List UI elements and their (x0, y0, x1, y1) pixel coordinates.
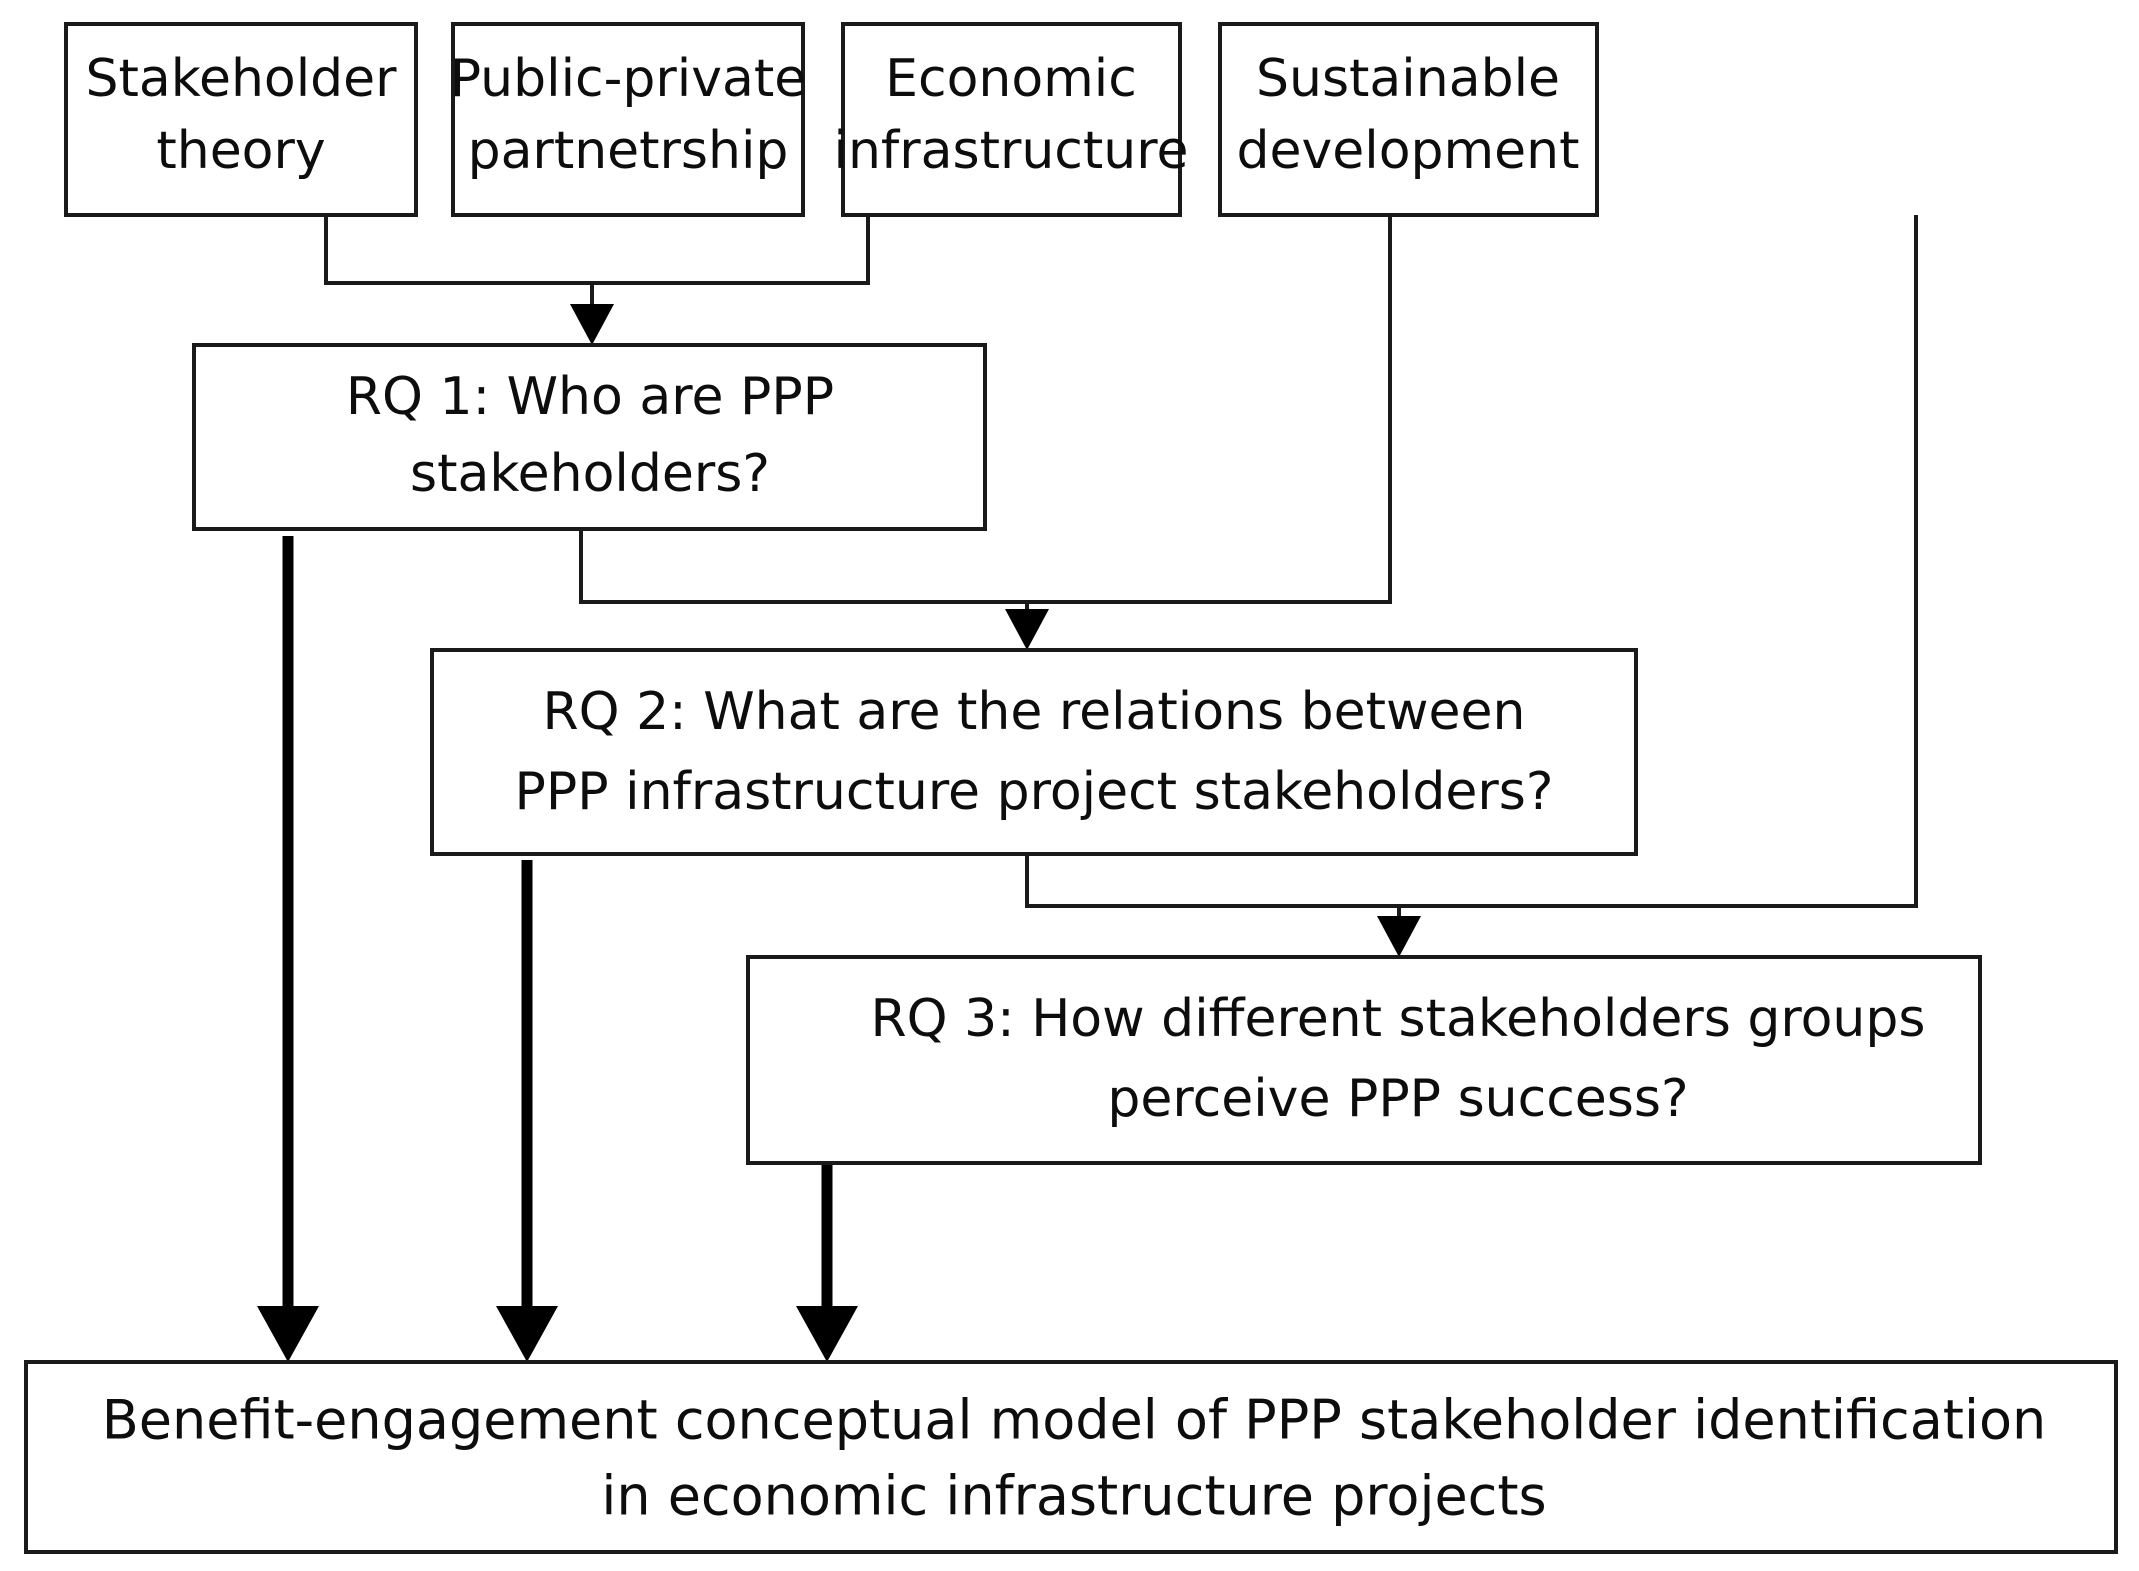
node-rq3-line-1: RQ 3: How different stakeholders groups (870, 989, 1925, 1049)
arrowhead-rq3-to-outcome (796, 1306, 858, 1362)
node-stakeholder-theory-box (64, 22, 418, 217)
arrowhead-into-rq2 (1005, 609, 1049, 650)
connector-ppp-to-rq1 (592, 215, 870, 285)
connector-rq2-to-rq3 (1025, 854, 1399, 908)
arrowhead-into-rq3 (1377, 916, 1421, 957)
node-public-private-partnership-box (451, 22, 805, 217)
node-public-private-partnership[interactable]: Public-private partnetrship (450, 22, 807, 217)
node-stakeholder-theory[interactable]: Stakeholder theory (64, 22, 418, 217)
node-rq1-line-2: stakeholders? (410, 444, 770, 504)
node-rq3-line-2: perceive PPP success? (1107, 1069, 1688, 1129)
node-economic-infrastructure-box (841, 22, 1182, 217)
node-sustainable-development[interactable]: Sustainable development (1218, 22, 1599, 217)
node-benefit-engagement-model-line-2: in economic infrastructure projects (601, 1465, 1546, 1528)
node-rq3[interactable]: RQ 3: How different stakeholders groups … (746, 955, 1982, 1165)
node-stakeholder-theory-line-1: Stakeholder (85, 49, 397, 109)
node-economic-infrastructure-line-1: Economic (885, 49, 1137, 109)
node-rq2[interactable]: RQ 2: What are the relations between PPP… (430, 648, 1638, 856)
node-rq1[interactable]: RQ 1: Who are PPP stakeholders? (192, 343, 987, 531)
node-rq3-box (746, 955, 1982, 1165)
node-benefit-engagement-model-line-1: Benefit-engagement conceptual model of P… (102, 1389, 2047, 1452)
arrowhead-rq2-to-outcome (496, 1306, 558, 1362)
connector-stakeholder-theory-to-rq1 (324, 215, 592, 285)
node-sustainable-development-box (1218, 22, 1599, 217)
node-economic-infrastructure-line-2: infrastructure (834, 121, 1189, 181)
node-public-private-partnership-line-2: partnetrship (468, 121, 789, 181)
node-benefit-engagement-model[interactable]: Benefit-engagement conceptual model of P… (24, 1360, 2118, 1554)
arrowhead-into-rq1 (570, 304, 614, 345)
node-benefit-engagement-model-box (24, 1360, 2118, 1554)
connector-rq1-to-rq2 (579, 529, 1027, 604)
node-sustainable-development-line-2: development (1236, 121, 1579, 181)
node-rq1-line-1: RQ 1: Who are PPP (346, 367, 834, 427)
node-public-private-partnership-line-1: Public-private (450, 49, 807, 109)
node-economic-infrastructure[interactable]: Economic infrastructure (834, 22, 1189, 217)
node-stakeholder-theory-line-2: theory (156, 121, 325, 181)
arrowhead-rq1-to-outcome (257, 1306, 319, 1362)
node-sustainable-development-line-1: Sustainable (1256, 49, 1560, 109)
node-rq1-box (192, 343, 987, 531)
connector-sustainable-development-to-rq3 (1399, 215, 1918, 908)
node-rq2-line-2: PPP infrastructure project stakeholders? (515, 762, 1554, 822)
node-rq2-line-1: RQ 2: What are the relations between (543, 682, 1526, 742)
node-rq2-box (430, 648, 1638, 856)
connector-economic-infrastructure-to-rq2 (1027, 215, 1392, 604)
